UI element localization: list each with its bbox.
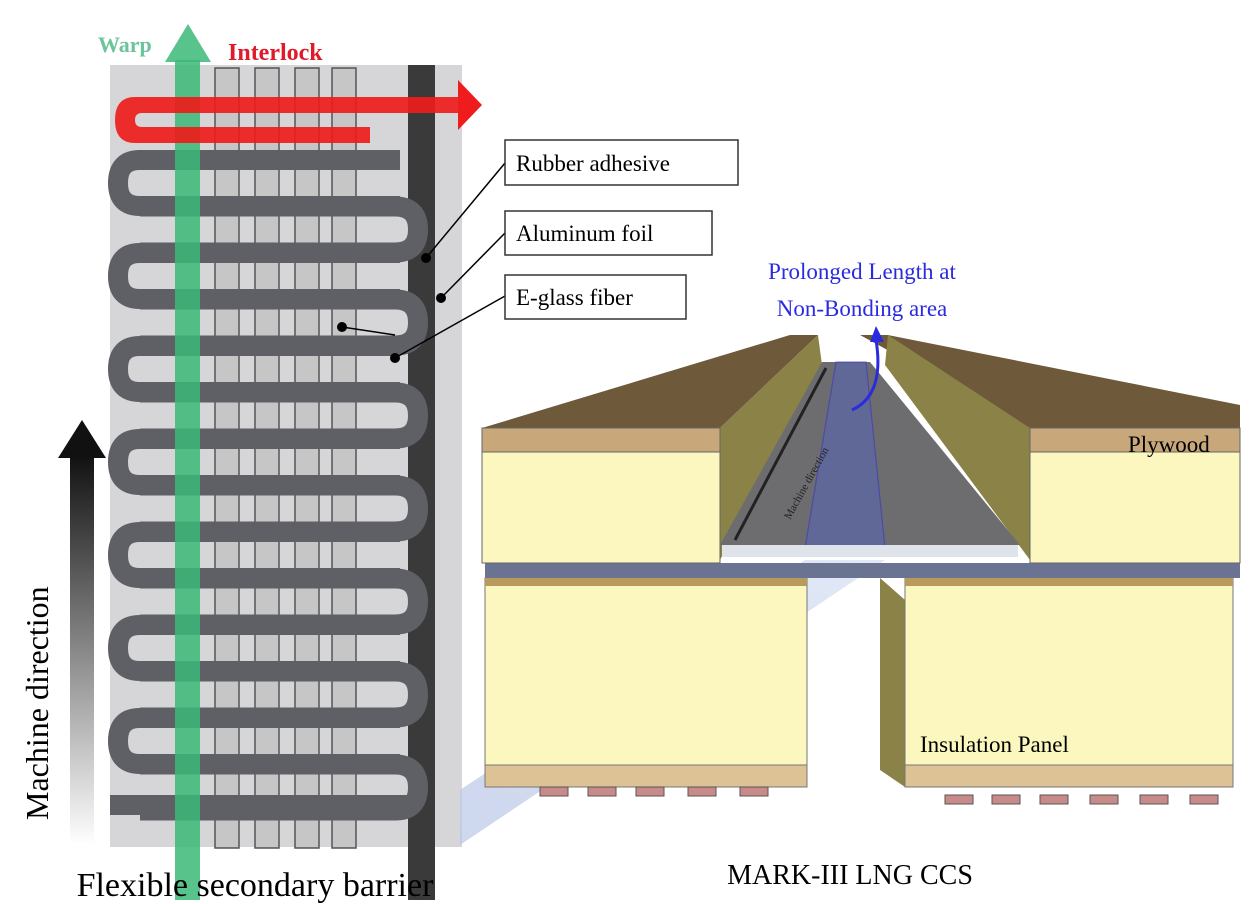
weft-yarn — [107, 150, 400, 216]
annotation-line-2: Non-Bonding area — [777, 296, 948, 321]
mastic-pad — [1139, 794, 1169, 805]
mastic-pad — [944, 794, 974, 805]
plywood-label: Plywood — [1128, 432, 1210, 457]
warp-yarn — [331, 67, 357, 849]
weft-yarn — [107, 429, 400, 495]
membrane-strip: Machine direction — [720, 361, 1020, 557]
weft-yarn — [107, 243, 400, 309]
lower-insulation-right — [880, 577, 1234, 788]
mastic-pad — [1039, 794, 1069, 805]
svg-text:Aluminum foil: Aluminum foil — [516, 221, 653, 246]
machine-direction-arrow: Machine direction — [19, 420, 106, 845]
mastic-pads — [539, 786, 1219, 805]
fabric-panel: Warp Interlock — [98, 24, 482, 900]
lower-insulation-left — [484, 577, 808, 788]
mastic-pad — [1189, 794, 1219, 805]
mastic-pad — [587, 786, 617, 797]
warp-arrow-shaft — [175, 60, 200, 900]
weft-yarn — [107, 708, 400, 774]
weft-yarn — [140, 568, 429, 635]
weft-yarn — [140, 475, 429, 542]
callout-rubber-adhesive: Rubber adhesive — [504, 139, 739, 186]
warp-yarn — [294, 67, 320, 849]
machine-direction-label: Machine direction — [19, 586, 55, 820]
mastic-pad — [991, 794, 1021, 805]
svg-text:Rubber adhesive: Rubber adhesive — [516, 151, 670, 176]
weft-yarn — [140, 196, 429, 263]
callout-e-glass-fiber: E-glass fiber — [504, 274, 687, 320]
secondary-barrier-layer — [485, 563, 1240, 578]
callout-aluminum-foil: Aluminum foil — [504, 210, 713, 256]
warp-yarn — [214, 67, 240, 849]
cargo-containment-model: Machine direction Prolonged Length at No… — [460, 259, 1241, 845]
weft-yarn — [110, 795, 410, 815]
interlock-label: Interlock — [228, 40, 323, 66]
right-caption: MARK-III LNG CCS — [727, 860, 973, 891]
left-caption: Flexible secondary barrier — [77, 867, 435, 904]
callouts: Rubber adhesive Aluminum foil E-glass fi… — [337, 139, 739, 363]
annotation-line-1: Prolonged Length at — [768, 259, 956, 284]
prolonged-length-arrow — [851, 339, 880, 412]
mastic-pad — [687, 786, 717, 797]
svg-text:E-glass fiber: E-glass fiber — [516, 285, 633, 310]
mastic-pad — [1089, 794, 1119, 805]
mastic-pad — [739, 786, 769, 797]
weft-yarn — [107, 336, 400, 402]
weft-yarn — [107, 522, 400, 588]
mastic-pad — [635, 786, 665, 797]
weft-yarn — [107, 615, 400, 681]
warp-yarn — [254, 67, 280, 849]
weft-yarn — [140, 289, 429, 356]
weft-yarn — [140, 661, 429, 728]
insulation-panel-label: Insulation Panel — [920, 732, 1069, 757]
interlock-arrow-head — [458, 80, 482, 130]
warp-label: Warp — [98, 32, 152, 57]
weft-yarns — [107, 150, 429, 821]
interlock-arrow — [115, 97, 460, 143]
upper-block-right — [860, 335, 1241, 564]
weft-yarn — [140, 382, 429, 449]
mastic-pad — [539, 786, 569, 797]
warp-arrow-head — [165, 24, 211, 62]
